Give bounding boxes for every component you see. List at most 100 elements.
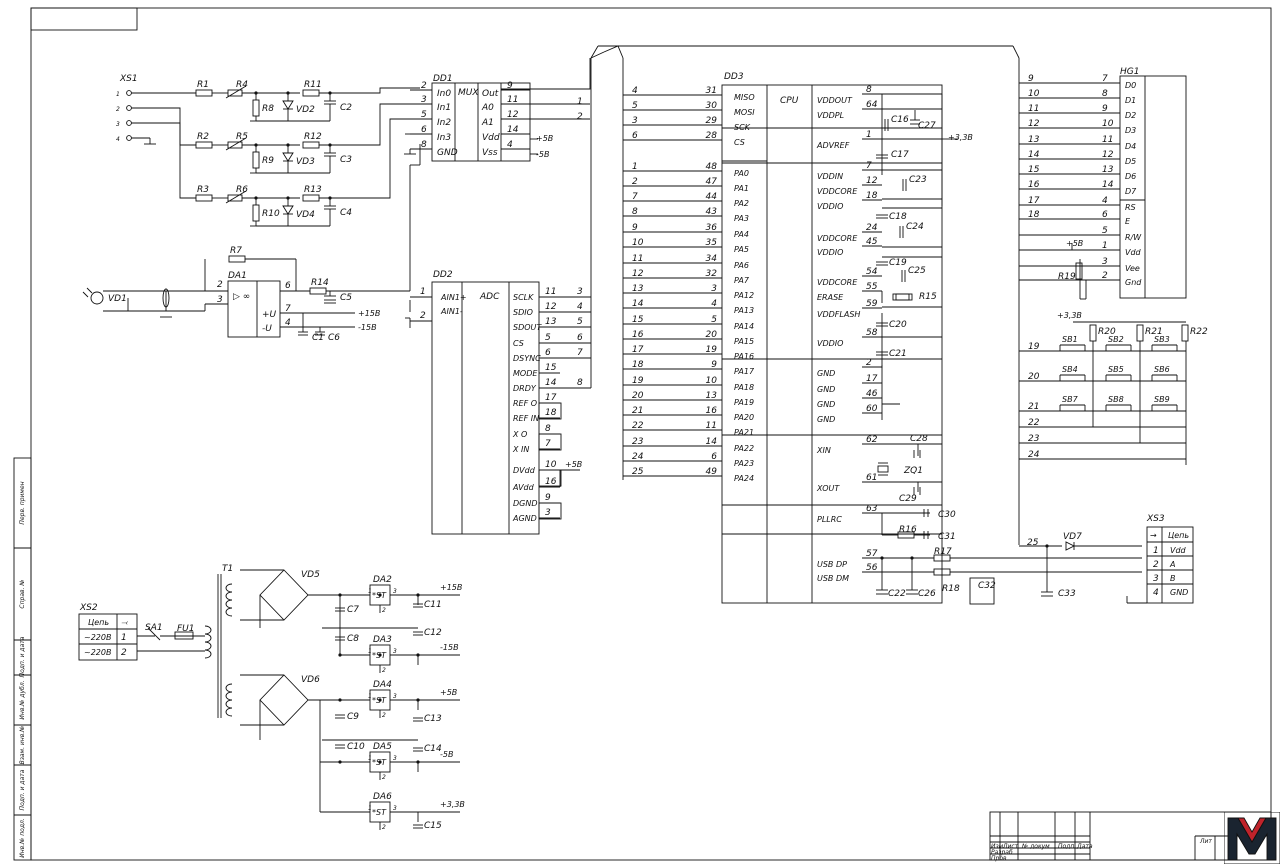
junction [416, 698, 420, 702]
pin-number: 60 [866, 404, 878, 414]
pin-name: VDDCORE [817, 234, 858, 243]
pin-number: 63 [866, 504, 878, 514]
pin-name: PA16 [734, 352, 754, 361]
opamp-supply: +U [262, 310, 277, 320]
pin-name: SDOUT [513, 323, 542, 332]
coil [225, 599, 233, 609]
pin-number: 30 [706, 101, 718, 111]
stamp-label: Инв.№ подл. [19, 818, 26, 858]
wire [370, 103, 420, 146]
pin-number: 16 [545, 477, 557, 487]
pin-name: ADVREF [816, 141, 850, 150]
pin-name: PA19 [734, 398, 754, 407]
supply-label: +5В [1066, 239, 1083, 248]
rail-label: -15В [358, 323, 377, 332]
pin-name: E [1125, 217, 1131, 226]
bus-line: 5 [632, 101, 638, 111]
pin-number: 18 [866, 191, 878, 201]
bus-line: 14 [1028, 150, 1040, 160]
rail-label: -5В [440, 750, 453, 759]
xs1-pin: 1 [116, 91, 120, 98]
xs3-pin: 2 [1153, 560, 1159, 570]
pin-name: Vss [482, 148, 498, 158]
pin-number: 3 [421, 95, 427, 105]
junction [254, 143, 258, 147]
coil [204, 649, 212, 659]
pin-name: ERASE [817, 293, 844, 302]
pin-number: 13 [706, 391, 718, 401]
supply-label: +3,3В [1057, 311, 1082, 320]
coil [225, 583, 233, 593]
adc-title: ADC [479, 292, 500, 302]
tb-doc: № докум [1021, 843, 1050, 850]
switch-label: SB9 [1154, 395, 1170, 404]
xs2-name: ~220В [84, 633, 111, 642]
pin-name: VDDFLASH [817, 310, 860, 319]
pin-name: D1 [1125, 96, 1136, 105]
lcd-box [1119, 75, 1187, 299]
pin-name: PA21 [734, 428, 754, 437]
bus-line: 13 [632, 284, 644, 294]
bus-line: 8 [632, 207, 638, 217]
label: 2 [382, 824, 386, 831]
supply-label: +5В [565, 460, 582, 469]
da1-label: DA1 [228, 271, 247, 281]
pin-number: 14 [1102, 180, 1114, 190]
junction [338, 593, 342, 597]
switch-label: SB2 [1108, 335, 1124, 344]
label: VD6 [301, 675, 320, 685]
resistor [1089, 324, 1097, 342]
switch-label: SB4 [1062, 365, 1078, 374]
pin-number: 1 [1102, 241, 1108, 251]
bus-line: 20 [1028, 372, 1040, 382]
label: C21 [889, 349, 907, 359]
tb-razrab: Разраб [991, 849, 1013, 856]
t1-label: T1 [222, 564, 233, 574]
pin-number: 11 [545, 287, 556, 297]
supply-label: -5В [536, 150, 549, 159]
label: C7 [347, 605, 359, 615]
label: R4 [236, 80, 248, 90]
junction [338, 760, 342, 764]
cpu-box [721, 84, 943, 604]
label: C12 [424, 628, 442, 638]
pin-number: 7 [866, 161, 872, 171]
resistor [252, 204, 260, 222]
label: VD3 [296, 157, 315, 167]
pin-number: 9 [507, 81, 513, 91]
xs1-pin: 3 [116, 121, 120, 128]
pin-number: 6 [545, 348, 551, 358]
stamp-label: Взам. инв.№ [19, 726, 26, 765]
pin-name: In0 [437, 89, 451, 99]
resistor [1181, 324, 1189, 342]
label: C29 [899, 494, 917, 504]
rail-label: +3,3В [440, 800, 465, 809]
resistor-label: R2 [197, 132, 209, 142]
line-number: 7 [577, 348, 583, 358]
pin-number: 8 [866, 85, 872, 95]
pin-number: 57 [866, 549, 878, 559]
coil [204, 641, 212, 651]
label: VD2 [296, 105, 315, 115]
coil [225, 683, 233, 693]
pin-number: 12 [545, 302, 557, 312]
vref-label: +3,3В [948, 133, 973, 142]
pin-number: 61 [866, 473, 877, 483]
pin-name: VDDPL [817, 111, 844, 120]
pin-name: RS [1125, 203, 1136, 212]
resistor [228, 255, 246, 263]
pin-number: 58 [866, 328, 878, 338]
label: C4 [340, 208, 352, 218]
label: C15 [424, 821, 442, 831]
line-number: 6 [577, 333, 583, 343]
switch-label: SB1 [1062, 335, 1078, 344]
pin-name: AVdd [512, 483, 535, 492]
pin-number: 31 [706, 86, 717, 96]
regulator-label: *ST [372, 808, 387, 817]
bus-line: 22 [1028, 418, 1040, 428]
pot [1075, 262, 1083, 280]
rail-label: +15В [440, 583, 462, 592]
label: 2 [382, 774, 386, 781]
